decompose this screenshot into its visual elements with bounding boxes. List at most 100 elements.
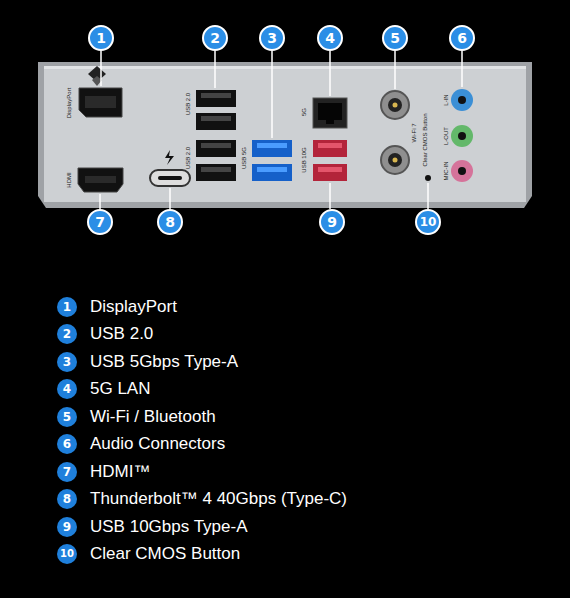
leader-line [100,51,102,86]
audio-jack [458,167,466,175]
usb2-port [196,164,236,181]
hdmi-port [78,168,123,192]
callout-circle: 6 [57,434,77,454]
antenna-pin [393,158,398,163]
usb5g-port [252,164,292,181]
callout-number: 3 [261,27,283,49]
antenna-connector [381,91,409,119]
legend-text: USB 10Gbps Type-A [90,516,248,538]
port-inner [85,176,116,183]
port-inner [318,103,342,124]
callout-number: 7 [57,462,77,482]
shield-frame [38,62,532,208]
legend-text: Wi-Fi / Bluetooth [90,406,216,428]
leader-line [214,51,216,88]
port-label: Wi-Fi 7 [411,124,418,143]
audio-jack [458,96,466,104]
leader-line [329,51,331,96]
port-inner [257,167,287,172]
clear-cmos-hole [425,175,431,181]
audio-jack [451,125,473,147]
callout-circle: 2 [57,324,77,344]
port-label: Clear CMOS Button [422,113,429,166]
antenna-connector [381,146,409,174]
legend-text: Thunderbolt™ 4 40Gbps (Type-C) [90,488,347,510]
callout-number: 7 [89,211,111,233]
port-inner [257,143,287,148]
leader-line [329,183,331,209]
port-inner [201,167,231,172]
legend-text: Clear CMOS Button [90,543,240,565]
legend-text: 5G LAN [90,378,150,400]
legend-text: USB 2.0 [90,323,153,345]
legend-row: Thunderbolt™ 4 40Gbps (Type-C) [90,488,347,510]
callout-number: 9 [321,211,343,233]
callout-circle: 5 [57,407,77,427]
antenna-connector [388,153,402,167]
legend-text: HDMI™ [90,461,150,483]
port-inner [201,93,231,98]
port-label: MIC-IN [443,162,450,181]
leader-line [394,51,396,89]
port-inner [201,143,231,148]
callout-circle: 4 [317,25,343,51]
callout-number: 6 [451,27,473,49]
audio-jack [451,160,473,182]
leader-line [99,194,101,209]
antenna-connector [388,98,402,112]
callout-circle: 6 [449,25,475,51]
callout-circle: 10 [57,544,77,564]
port-label: 5G [301,108,308,116]
legend-row: HDMI™ [90,461,150,483]
callout-circle: 5 [382,25,408,51]
callout-number: 2 [57,324,77,344]
port-label: USB 10G [301,147,308,172]
leader-line [169,188,171,209]
port-inner [85,96,116,108]
callout-number: 1 [57,297,77,317]
audio-jack [451,89,473,111]
port-label: DisplayPort [66,88,73,119]
usb10g-port [313,140,347,157]
callout-circle: 1 [57,297,77,317]
callout-circle: 10 [415,209,441,235]
callout-number: 8 [159,211,181,233]
port-label: USB 5G [241,147,248,169]
legend-row: 5G LAN [90,378,150,400]
usb2-port [196,140,236,157]
antenna-pin [393,103,398,108]
displayport-port [79,88,122,117]
shield-edge [44,66,526,69]
leader-line [461,51,463,87]
port-inner [318,143,342,148]
callout-number: 10 [57,544,77,564]
callout-circle: 1 [88,25,114,51]
callout-number: 2 [204,27,226,49]
usb2-port [196,113,236,130]
port-inner [158,176,182,180]
legend-text: DisplayPort [90,296,177,318]
callout-number: 9 [57,517,77,537]
callout-circle: 8 [57,489,77,509]
callout-number: 4 [319,27,341,49]
legend-row: Wi-Fi / Bluetooth [90,406,216,428]
usb2-port [196,90,236,107]
callout-number: 4 [57,379,77,399]
callout-circle: 7 [87,209,113,235]
leader-line [427,183,429,209]
port-inner [201,116,231,121]
port-label: USB 2.0 [185,93,192,115]
callout-number: 8 [57,489,77,509]
legend-row: DisplayPort [90,296,177,318]
legend-row: USB 10Gbps Type-A [90,516,248,538]
callout-number: 1 [90,27,112,49]
port-inner [318,167,342,172]
usb5g-port [252,140,292,157]
thunderbolt-port [150,170,190,186]
lan-port [313,98,347,128]
callout-circle: 9 [319,209,345,235]
thunderbolt-symbol [165,150,174,165]
legend-row: USB 2.0 [90,323,153,345]
callout-number: 10 [417,211,439,233]
